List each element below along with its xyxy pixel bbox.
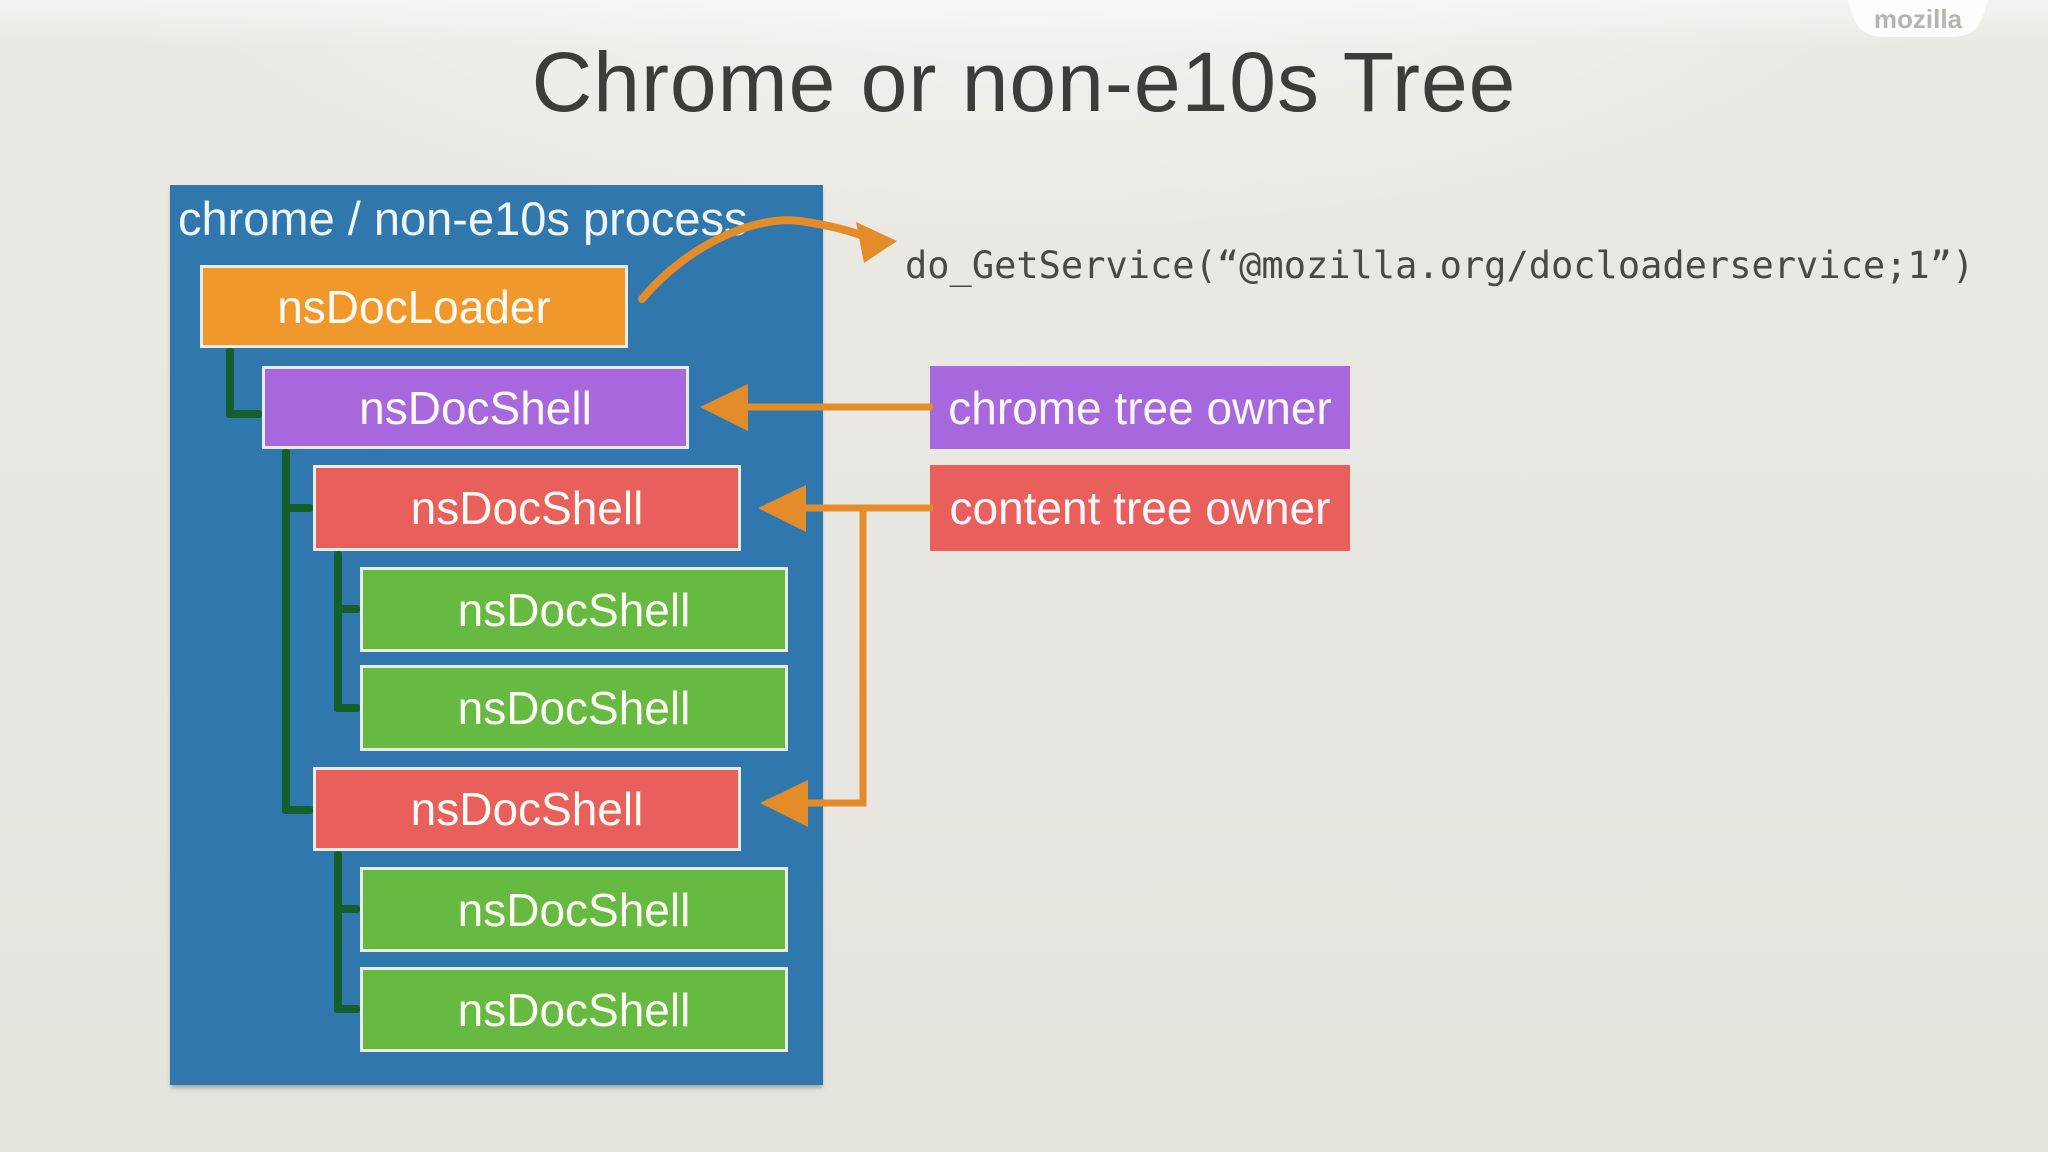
- brand-tab-path: [1848, 0, 1988, 37]
- tree-node-nsdocshell-leaf-4: nsDocShell: [360, 967, 788, 1052]
- connector-chrome-branch-1: [282, 504, 313, 512]
- connector-content2-branch-2: [334, 1005, 360, 1013]
- tree-node-nsdocshell-chrome: nsDocShell: [262, 366, 689, 449]
- connector-loader-branch: [226, 410, 262, 418]
- tree-node-nsdocshell-content-1: nsDocShell: [313, 465, 741, 551]
- tree-node-nsdocshell-leaf-2: nsDocShell: [360, 665, 788, 751]
- docloader-service-code: do_GetService(“@mozilla.org/docloaderser…: [905, 244, 1975, 287]
- mozilla-wordmark: mozilla: [1873, 4, 1963, 34]
- tree-node-nsdocshell-leaf-3: nsDocShell: [360, 867, 788, 952]
- legend-chrome-tree-owner: chrome tree owner: [930, 366, 1350, 449]
- mozilla-brand-tab: mozilla: [1846, 0, 1990, 50]
- slide-title: Chrome or non-e10s Tree: [531, 35, 1517, 129]
- arrowhead-service: [856, 222, 897, 263]
- connector-chrome-vertical: [282, 449, 290, 814]
- process-panel-label: chrome / non-e10s process: [178, 192, 748, 245]
- connector-content2-branch-1: [334, 905, 360, 913]
- connector-content1-vertical: [334, 551, 342, 712]
- arrowhead-content-owner-1: [758, 485, 806, 532]
- connector-loader-vertical: [226, 348, 234, 418]
- arrow-docloader-to-service: [638, 216, 882, 303]
- brand-tab-shape: [1848, 0, 1988, 37]
- connector-content1-branch-2: [334, 704, 360, 712]
- legend-content-tree-owner: content tree owner: [930, 465, 1350, 551]
- arrow-content-owner-2: [801, 504, 867, 807]
- tree-node-nsdocshell-leaf-1: nsDocShell: [360, 567, 788, 652]
- connector-chrome-branch-2: [282, 806, 313, 814]
- arrowhead-content-owner-2: [760, 780, 808, 827]
- tree-node-nsdocloader: nsDocLoader: [200, 265, 628, 348]
- tree-node-nsdocshell-content-2: nsDocShell: [313, 767, 741, 851]
- connector-content2-vertical: [334, 851, 342, 1013]
- arrowhead-chrome-owner: [700, 384, 748, 431]
- connector-content1-branch-1: [334, 605, 360, 613]
